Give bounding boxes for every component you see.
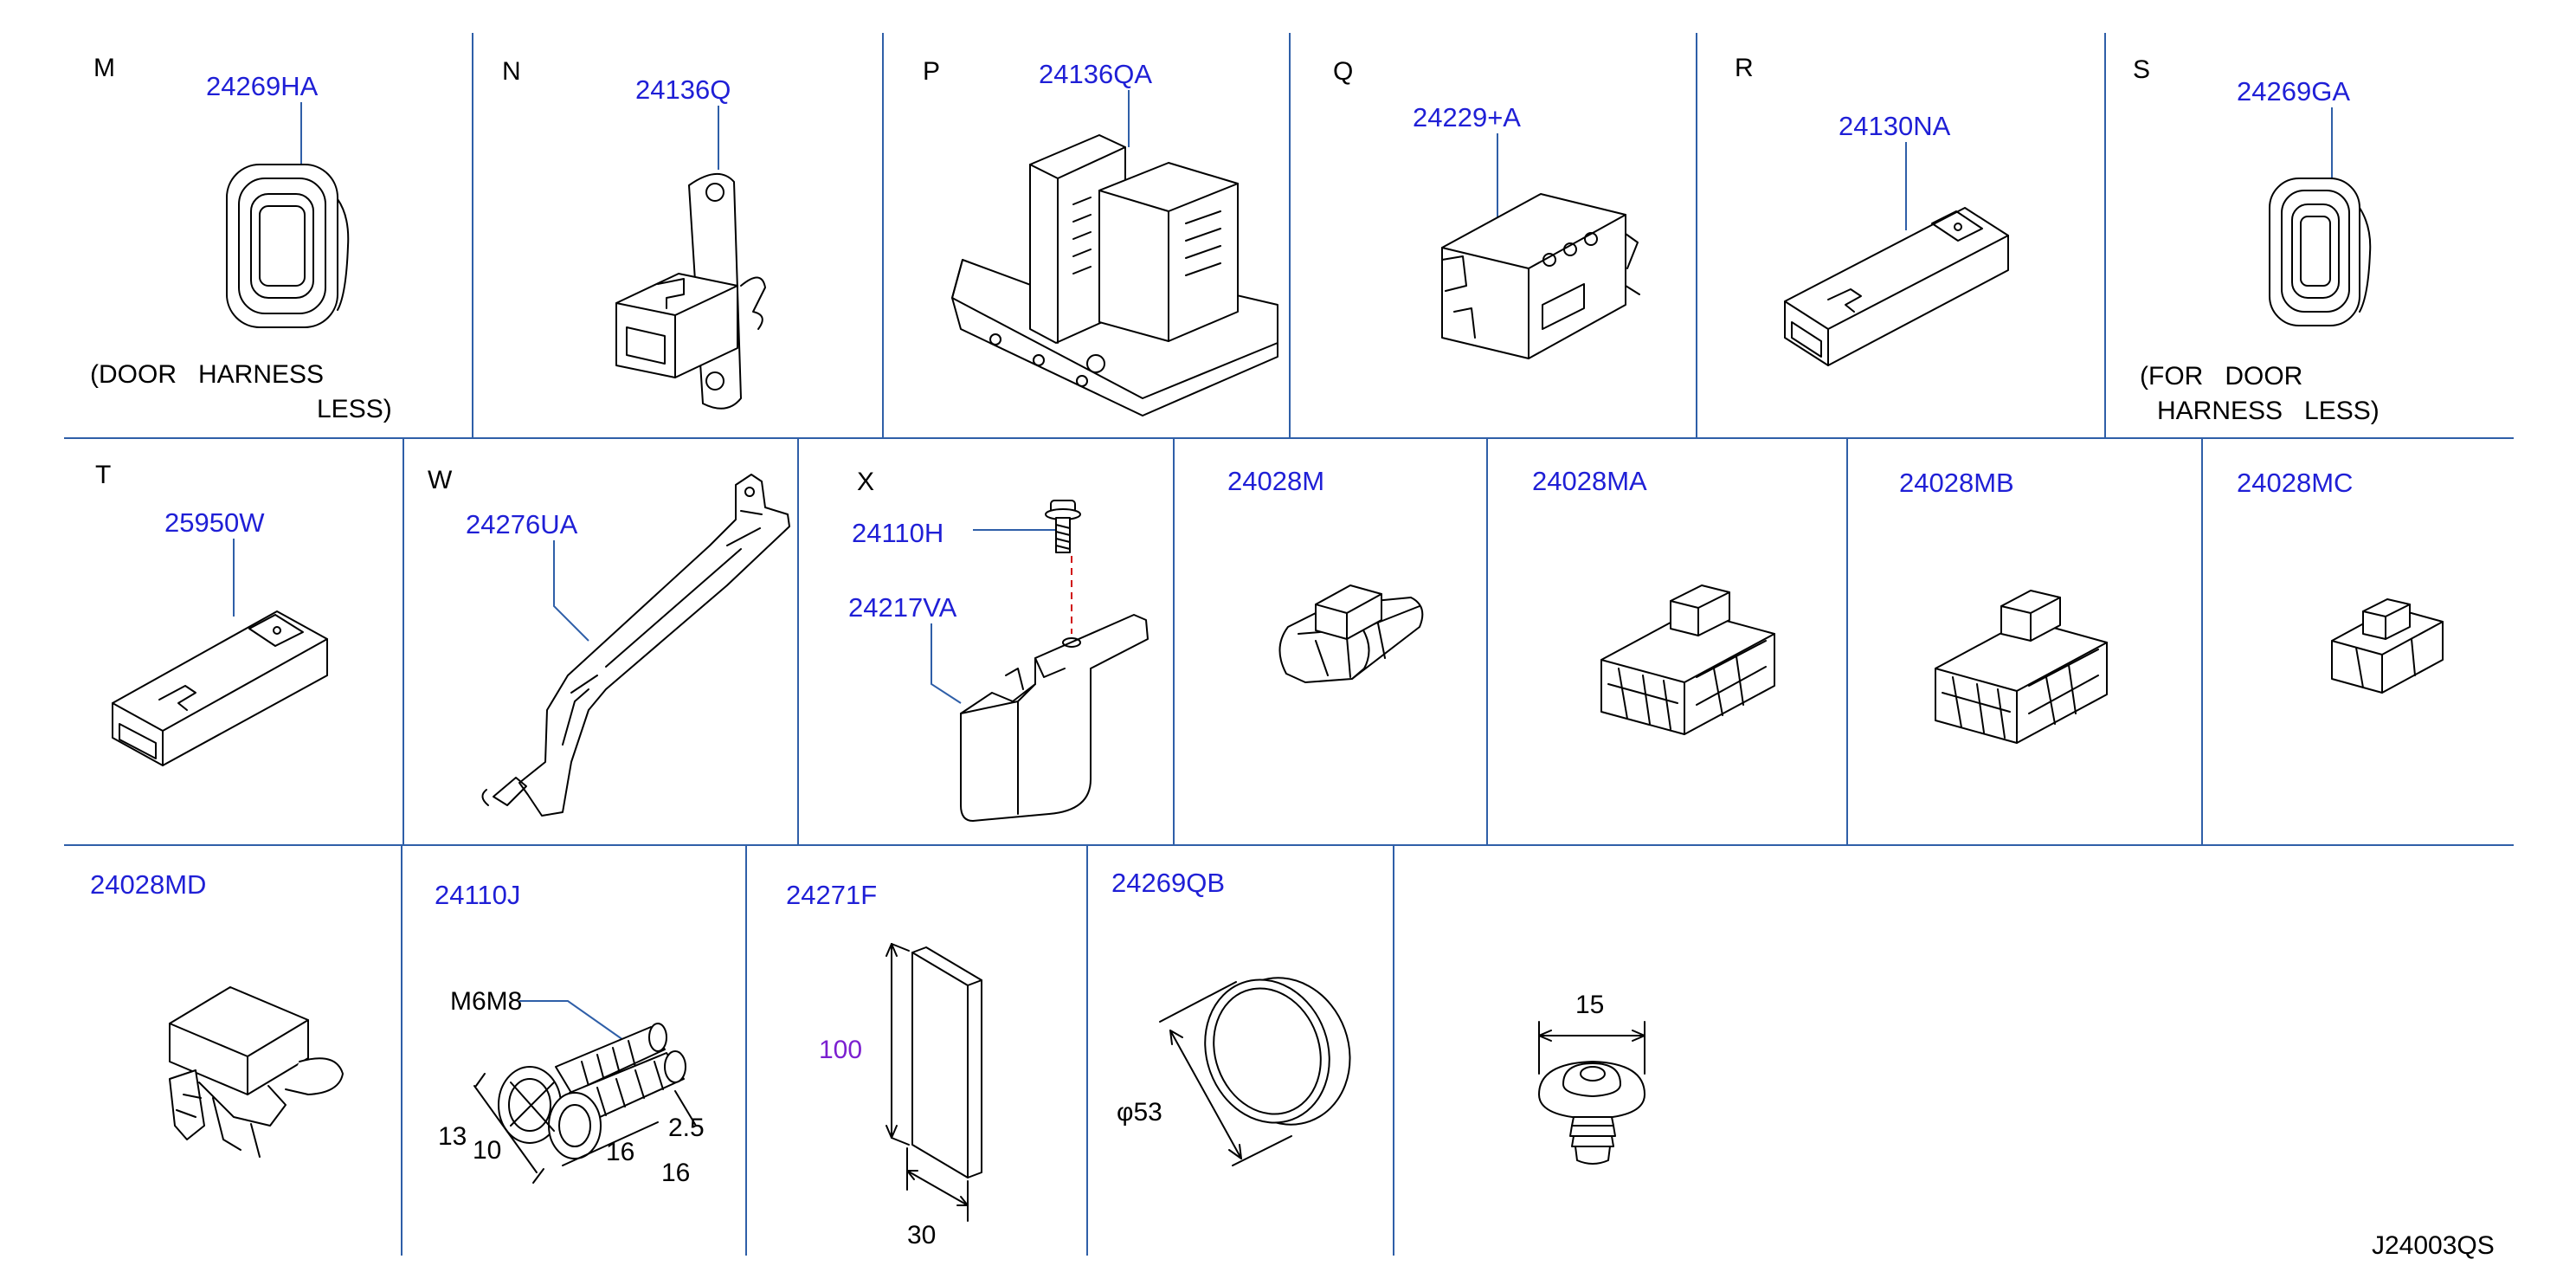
note-line-2: HARNESS LESS): [2157, 397, 2380, 425]
cell-24028m: 24028M: [1227, 466, 1424, 683]
part-number[interactable]: 24276UA: [466, 509, 578, 539]
harness-clamp-drawing: [1441, 193, 1640, 359]
bolt-set-drawing: [498, 1023, 686, 1159]
dimension-2-5: 2.5: [668, 1114, 705, 1142]
bracket-drawing: [960, 614, 1149, 822]
part-number[interactable]: 24130NA: [1839, 111, 1951, 141]
part-number[interactable]: 24136QA: [1039, 59, 1152, 89]
cell-r: R 24130NA: [1735, 54, 2009, 366]
dimension-100: 100: [819, 1036, 862, 1064]
connector-drawing: [1935, 590, 2108, 744]
dimension-16b: 16: [661, 1159, 690, 1187]
dimension-13: 13: [438, 1122, 467, 1151]
part-number[interactable]: 24110J: [435, 880, 520, 910]
cell-letter: W: [428, 466, 453, 494]
connector-drawing: [112, 610, 328, 766]
harness-protector-drawing: [481, 474, 790, 817]
cell-24271f: 24271F 100 30: [786, 880, 982, 1249]
dimension-label: M6M8: [450, 987, 522, 1016]
note-line-1: (DOOR HARNESS: [90, 360, 324, 389]
grid-lines: [64, 33, 2514, 1256]
cell-w: W 24276UA: [428, 466, 790, 817]
part-number[interactable]: 24028MA: [1532, 466, 1647, 496]
cell-p: P 24136QA: [923, 57, 1278, 416]
bolt-drawing: [1045, 500, 1081, 553]
part-number[interactable]: 24269HA: [206, 71, 319, 101]
part-number[interactable]: 24028MD: [90, 869, 206, 900]
bracket-clip-drawing: [615, 173, 766, 410]
cell-24269qb: 24269QB φ53: [1111, 868, 1351, 1166]
cell-24028ma: 24028MA: [1532, 466, 1775, 735]
cell-letter: S: [2133, 55, 2150, 84]
dimension-16a: 16: [606, 1138, 634, 1166]
cell-t: T 25950W: [95, 461, 328, 766]
dimension-30: 30: [907, 1221, 936, 1249]
part-number[interactable]: 24269QB: [1111, 868, 1225, 898]
cell-clip: 15: [1538, 991, 1645, 1165]
cell-x: X 24110H 24217VA: [848, 468, 1149, 822]
trim-clip-drawing: [1538, 1061, 1645, 1165]
dimension-lines: [1159, 981, 1292, 1166]
cell-letter: Q: [1333, 57, 1353, 86]
part-number[interactable]: 24110H: [852, 518, 943, 548]
connector-drawing: [1278, 584, 1424, 683]
part-number[interactable]: 24028M: [1227, 466, 1324, 496]
junction-block-drawing: [951, 134, 1278, 416]
note-line-2: LESS): [317, 395, 392, 423]
dimension-15: 15: [1575, 991, 1604, 1019]
cell-m: M 24269HA (DOOR HARNESS LESS): [90, 54, 392, 423]
cell-letter: X: [857, 468, 874, 496]
connector-drawing: [2331, 598, 2444, 694]
part-number[interactable]: 24217VA: [848, 592, 957, 623]
part-number[interactable]: 24028MC: [2237, 468, 2353, 498]
dimension-lines: [473, 1073, 697, 1184]
cell-letter: T: [95, 461, 111, 489]
part-number[interactable]: 24271F: [786, 880, 877, 910]
plug-drawing: [1204, 977, 1351, 1126]
grommet-drawing: [2269, 178, 2372, 326]
connector-drawing: [169, 986, 344, 1158]
part-number[interactable]: 24028MB: [1899, 468, 2014, 498]
dimension-10: 10: [473, 1136, 501, 1165]
cell-24110j: 24110J M6M8 13 10 16 2.5 16: [435, 880, 705, 1187]
dimension-phi53: φ53: [1117, 1098, 1162, 1127]
cell-24028mc: 24028MC: [2237, 468, 2444, 694]
note-line-1: (FOR DOOR: [2140, 362, 2302, 391]
drawing-code: J24003QS: [2372, 1231, 2495, 1260]
cell-s: S 24269GA (FOR DOOR HARNESS LESS): [2133, 55, 2380, 425]
part-number[interactable]: 24136Q: [635, 74, 731, 105]
cell-q: Q 24229+A: [1333, 57, 1640, 359]
grommet-drawing: [226, 164, 350, 328]
connector-drawing: [1600, 584, 1775, 735]
cell-n: N 24136Q: [502, 57, 766, 410]
cell-24028mb: 24028MB: [1899, 468, 2108, 744]
cell-letter: N: [502, 57, 521, 86]
part-number[interactable]: 25950W: [164, 507, 265, 538]
connector-drawing: [1784, 207, 2009, 366]
cell-letter: R: [1735, 54, 1754, 82]
part-number[interactable]: 24229+A: [1413, 102, 1521, 132]
cell-24028md: 24028MD: [90, 869, 344, 1158]
dimension-lines: [886, 943, 969, 1222]
foam-block-drawing: [911, 946, 982, 1178]
part-number[interactable]: 24269GA: [2237, 76, 2350, 107]
cell-letter: P: [923, 57, 940, 86]
cell-letter: M: [93, 54, 115, 82]
dimension-lines: [1538, 1021, 1645, 1075]
